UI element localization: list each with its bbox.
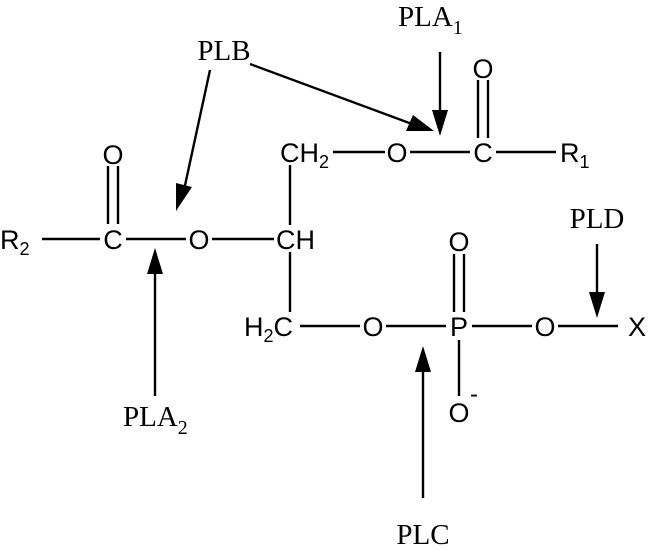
arrow-plb-right-shaft xyxy=(249,62,413,126)
atom-ch: CH xyxy=(276,225,315,255)
arrow-plb-right-head xyxy=(406,115,434,131)
arrow-plc-head xyxy=(415,346,431,372)
label-pla1: PLA1 xyxy=(398,1,463,39)
arrow-pld-head xyxy=(589,292,605,318)
atom-p: P xyxy=(450,312,468,342)
atom-o-phosphate-double: O xyxy=(448,227,469,257)
charge-minus: - xyxy=(470,381,478,408)
atom-ch2-top: CH2 xyxy=(280,138,329,172)
atom-o-phosphate-minus: O xyxy=(448,398,469,428)
atom-c-carbonyl-top: C xyxy=(473,138,493,168)
atom-o-ester-left: O xyxy=(188,225,209,255)
atom-o-phosphoester: O xyxy=(362,312,383,342)
label-pld: PLD xyxy=(570,203,625,235)
atom-o-carbonyl-left: O xyxy=(102,140,123,170)
atom-r1: R1 xyxy=(560,138,590,172)
atom-o-phosphate-right: O xyxy=(534,312,555,342)
atom-o-carbonyl-top: O xyxy=(472,54,493,84)
atom-r2: R2 xyxy=(0,225,30,259)
arrow-plb-left-head xyxy=(176,183,192,211)
arrows xyxy=(147,52,605,498)
label-plb: PLB xyxy=(197,35,250,67)
bonds xyxy=(42,80,618,396)
atom-x: X xyxy=(628,312,646,342)
atom-o-ester-top: O xyxy=(386,138,407,168)
atom-c-carbonyl-left: C xyxy=(103,225,123,255)
arrow-plb-left-shaft xyxy=(182,69,212,191)
arrow-pla2-head xyxy=(147,248,163,274)
enzyme-labels: PLA1 PLB PLA2 PLC PLD xyxy=(123,1,624,550)
atom-h2c: H2C xyxy=(244,312,293,346)
label-plc: PLC xyxy=(396,519,449,550)
atoms: O CH2 O C R1 O R2 C O CH H2C O P O O X O… xyxy=(0,54,646,428)
label-pla2: PLA2 xyxy=(123,401,188,439)
arrow-pla1-head xyxy=(432,110,448,136)
